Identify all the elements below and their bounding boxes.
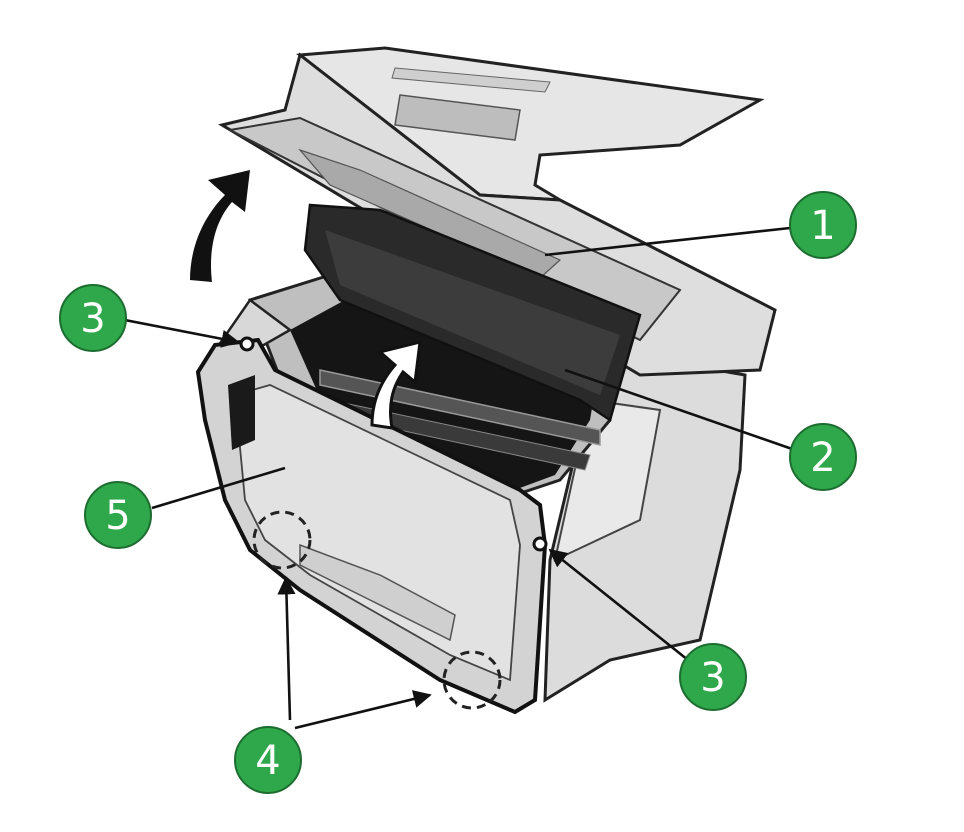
clip-highlight-right bbox=[442, 650, 502, 710]
up-arrow-icon bbox=[370, 340, 422, 430]
scanner-glass-edge bbox=[325, 230, 620, 395]
callout-5-label: 5 bbox=[105, 493, 130, 539]
callout-1-label: 1 bbox=[810, 203, 835, 249]
feeder-guide bbox=[391, 67, 551, 93]
leader-1 bbox=[544, 226, 791, 257]
feeder-tray-ridges bbox=[394, 94, 521, 141]
callout-3-right-label: 3 bbox=[700, 655, 725, 701]
control-panel-buttons bbox=[298, 148, 562, 279]
front-cover-slot bbox=[228, 375, 255, 450]
callout-3-left: 3 bbox=[59, 284, 127, 352]
callout-1: 1 bbox=[789, 191, 857, 259]
leader-lines bbox=[124, 226, 796, 730]
hinge-pin-right bbox=[532, 536, 548, 552]
callout-2-label: 2 bbox=[810, 435, 835, 481]
callout-5: 5 bbox=[84, 481, 152, 549]
leader-5 bbox=[151, 466, 286, 510]
callout-4: 4 bbox=[234, 726, 302, 794]
clip-highlight-left bbox=[252, 510, 312, 570]
callout-3-left-label: 3 bbox=[80, 296, 105, 342]
leader-3-left bbox=[124, 318, 240, 348]
leader-3-right bbox=[548, 548, 689, 662]
lift-arrow-icon bbox=[190, 170, 250, 282]
callout-4-label: 4 bbox=[255, 738, 280, 784]
leader-4-left bbox=[277, 576, 296, 721]
scanner-unit bbox=[218, 46, 777, 422]
callout-2: 2 bbox=[789, 423, 857, 491]
hinge-pin-left bbox=[239, 336, 255, 352]
front-cover bbox=[195, 337, 548, 715]
leader-4-right bbox=[294, 690, 432, 730]
callout-3-right: 3 bbox=[679, 643, 747, 711]
front-cover-inner-face bbox=[234, 384, 521, 682]
paper-guide bbox=[299, 543, 456, 642]
leader-2 bbox=[564, 368, 796, 452]
